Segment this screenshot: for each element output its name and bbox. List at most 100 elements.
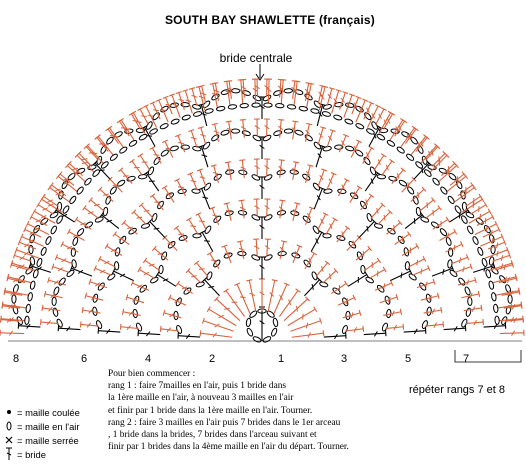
stitch-bride <box>499 329 525 336</box>
chain-arch <box>158 233 202 275</box>
stitch-bride <box>155 271 177 287</box>
stitch-bride <box>121 219 138 235</box>
stitch-bride <box>292 244 303 264</box>
stitch-bride <box>463 304 483 312</box>
stitch-bride <box>266 78 273 104</box>
stitch-bride <box>253 198 260 218</box>
chain-arch <box>322 102 378 130</box>
row-number-4: 4 <box>144 353 152 365</box>
chain-arch <box>24 102 500 325</box>
stitch-bride <box>106 125 124 148</box>
stitch-bride <box>439 228 458 241</box>
stitch-bride <box>336 225 351 243</box>
stitch-bride <box>313 186 326 210</box>
stitch-bride <box>338 133 350 153</box>
legend-item: = maille en l'air <box>2 419 80 433</box>
stitch-bride <box>210 164 220 184</box>
stitch-bride <box>149 101 161 120</box>
stitch-bride <box>97 255 116 268</box>
stitch-bride <box>193 260 209 277</box>
stitch-bride <box>420 292 440 301</box>
instructions-line: rang 1 : faire 7mailles en l'air, puis 1… <box>108 381 287 392</box>
chain-arch <box>263 169 321 191</box>
stitch-bride <box>350 139 362 158</box>
chain-arch <box>92 273 116 329</box>
stitch-bride <box>182 89 193 114</box>
stitch-bride <box>429 152 450 173</box>
stitch-bride <box>174 178 186 197</box>
stitch-bride <box>358 218 377 238</box>
stitch-bride <box>293 80 301 106</box>
stitch-bride <box>495 287 521 296</box>
stitch-bride <box>121 308 141 317</box>
stitch-bride <box>104 243 123 256</box>
chain-arch <box>376 174 422 217</box>
stitch-bride <box>119 323 139 331</box>
stitch-bride <box>116 119 130 137</box>
stitch-bride <box>88 278 108 289</box>
stitch-bride <box>29 214 48 226</box>
stitch-bride <box>3 287 29 296</box>
chain-arch <box>147 144 202 176</box>
stitch-bride <box>81 306 101 314</box>
stitch-bride <box>185 268 202 284</box>
stitch-bride <box>64 162 86 183</box>
stitch-bride <box>278 199 286 219</box>
stitch-bride <box>223 80 231 106</box>
double-crochet-icon <box>2 447 16 461</box>
stitch-bride <box>137 107 149 126</box>
stitch-bride <box>251 78 258 104</box>
legend: = maille coulée = maille en l'air = mail… <box>2 405 80 461</box>
stitch-bride <box>196 168 207 188</box>
stitch-bride <box>246 279 257 312</box>
stitch-bride <box>221 244 232 264</box>
chain-arch <box>96 127 146 165</box>
stitch-bride <box>360 193 375 211</box>
stitch-bride <box>363 101 375 120</box>
stitch-bride <box>304 164 314 184</box>
stitch-bride <box>93 265 112 276</box>
stitch-bride <box>339 91 349 110</box>
stitch-bride <box>461 196 485 213</box>
stitch-bride <box>142 104 158 128</box>
stitch-bride <box>199 330 233 338</box>
stitch-bride <box>322 268 339 284</box>
stitch-bride <box>225 120 233 140</box>
stitch-bride <box>25 220 50 236</box>
stitch-bride <box>175 91 185 110</box>
stitch-bride <box>325 217 338 235</box>
chain-arch <box>408 273 432 329</box>
stitch-bride <box>273 282 290 314</box>
stitch-bride <box>51 263 70 274</box>
stitch-bride <box>349 185 363 203</box>
stitch-bride <box>186 217 199 235</box>
row-number-8: 8 <box>12 353 20 365</box>
chain-arch <box>11 266 34 326</box>
stitch-bride <box>347 271 369 287</box>
stitch-bride <box>410 186 427 202</box>
stitch-bride <box>125 294 145 304</box>
repeat-bracket <box>454 350 522 363</box>
stitch-bride <box>317 212 329 231</box>
stitch-bride <box>379 294 399 304</box>
chart-title: SOUTH BAY SHAWLETTE (français) <box>164 13 376 27</box>
stitch-bride <box>355 98 369 123</box>
stitch-bride <box>259 216 265 239</box>
stitch-bride <box>224 161 233 181</box>
stitch-bride <box>195 85 206 111</box>
stitch-bride <box>12 252 32 262</box>
stitch-bride <box>177 332 201 339</box>
stitch-bride <box>401 176 417 193</box>
chain-arch <box>319 281 351 334</box>
stitch-bride <box>317 126 327 146</box>
stitch-bride <box>206 251 220 270</box>
stitch-bride <box>97 327 121 334</box>
stitch-bride <box>363 330 387 337</box>
stitch-bride <box>17 239 37 250</box>
instructions-line: et finir par 1 bride dans la 1ère maille… <box>108 405 313 416</box>
stitch-bride <box>19 233 44 247</box>
stitch-bride <box>0 329 25 336</box>
stitch-bride <box>23 226 42 238</box>
stitch-bride <box>112 231 130 246</box>
chain-arch <box>203 169 261 191</box>
